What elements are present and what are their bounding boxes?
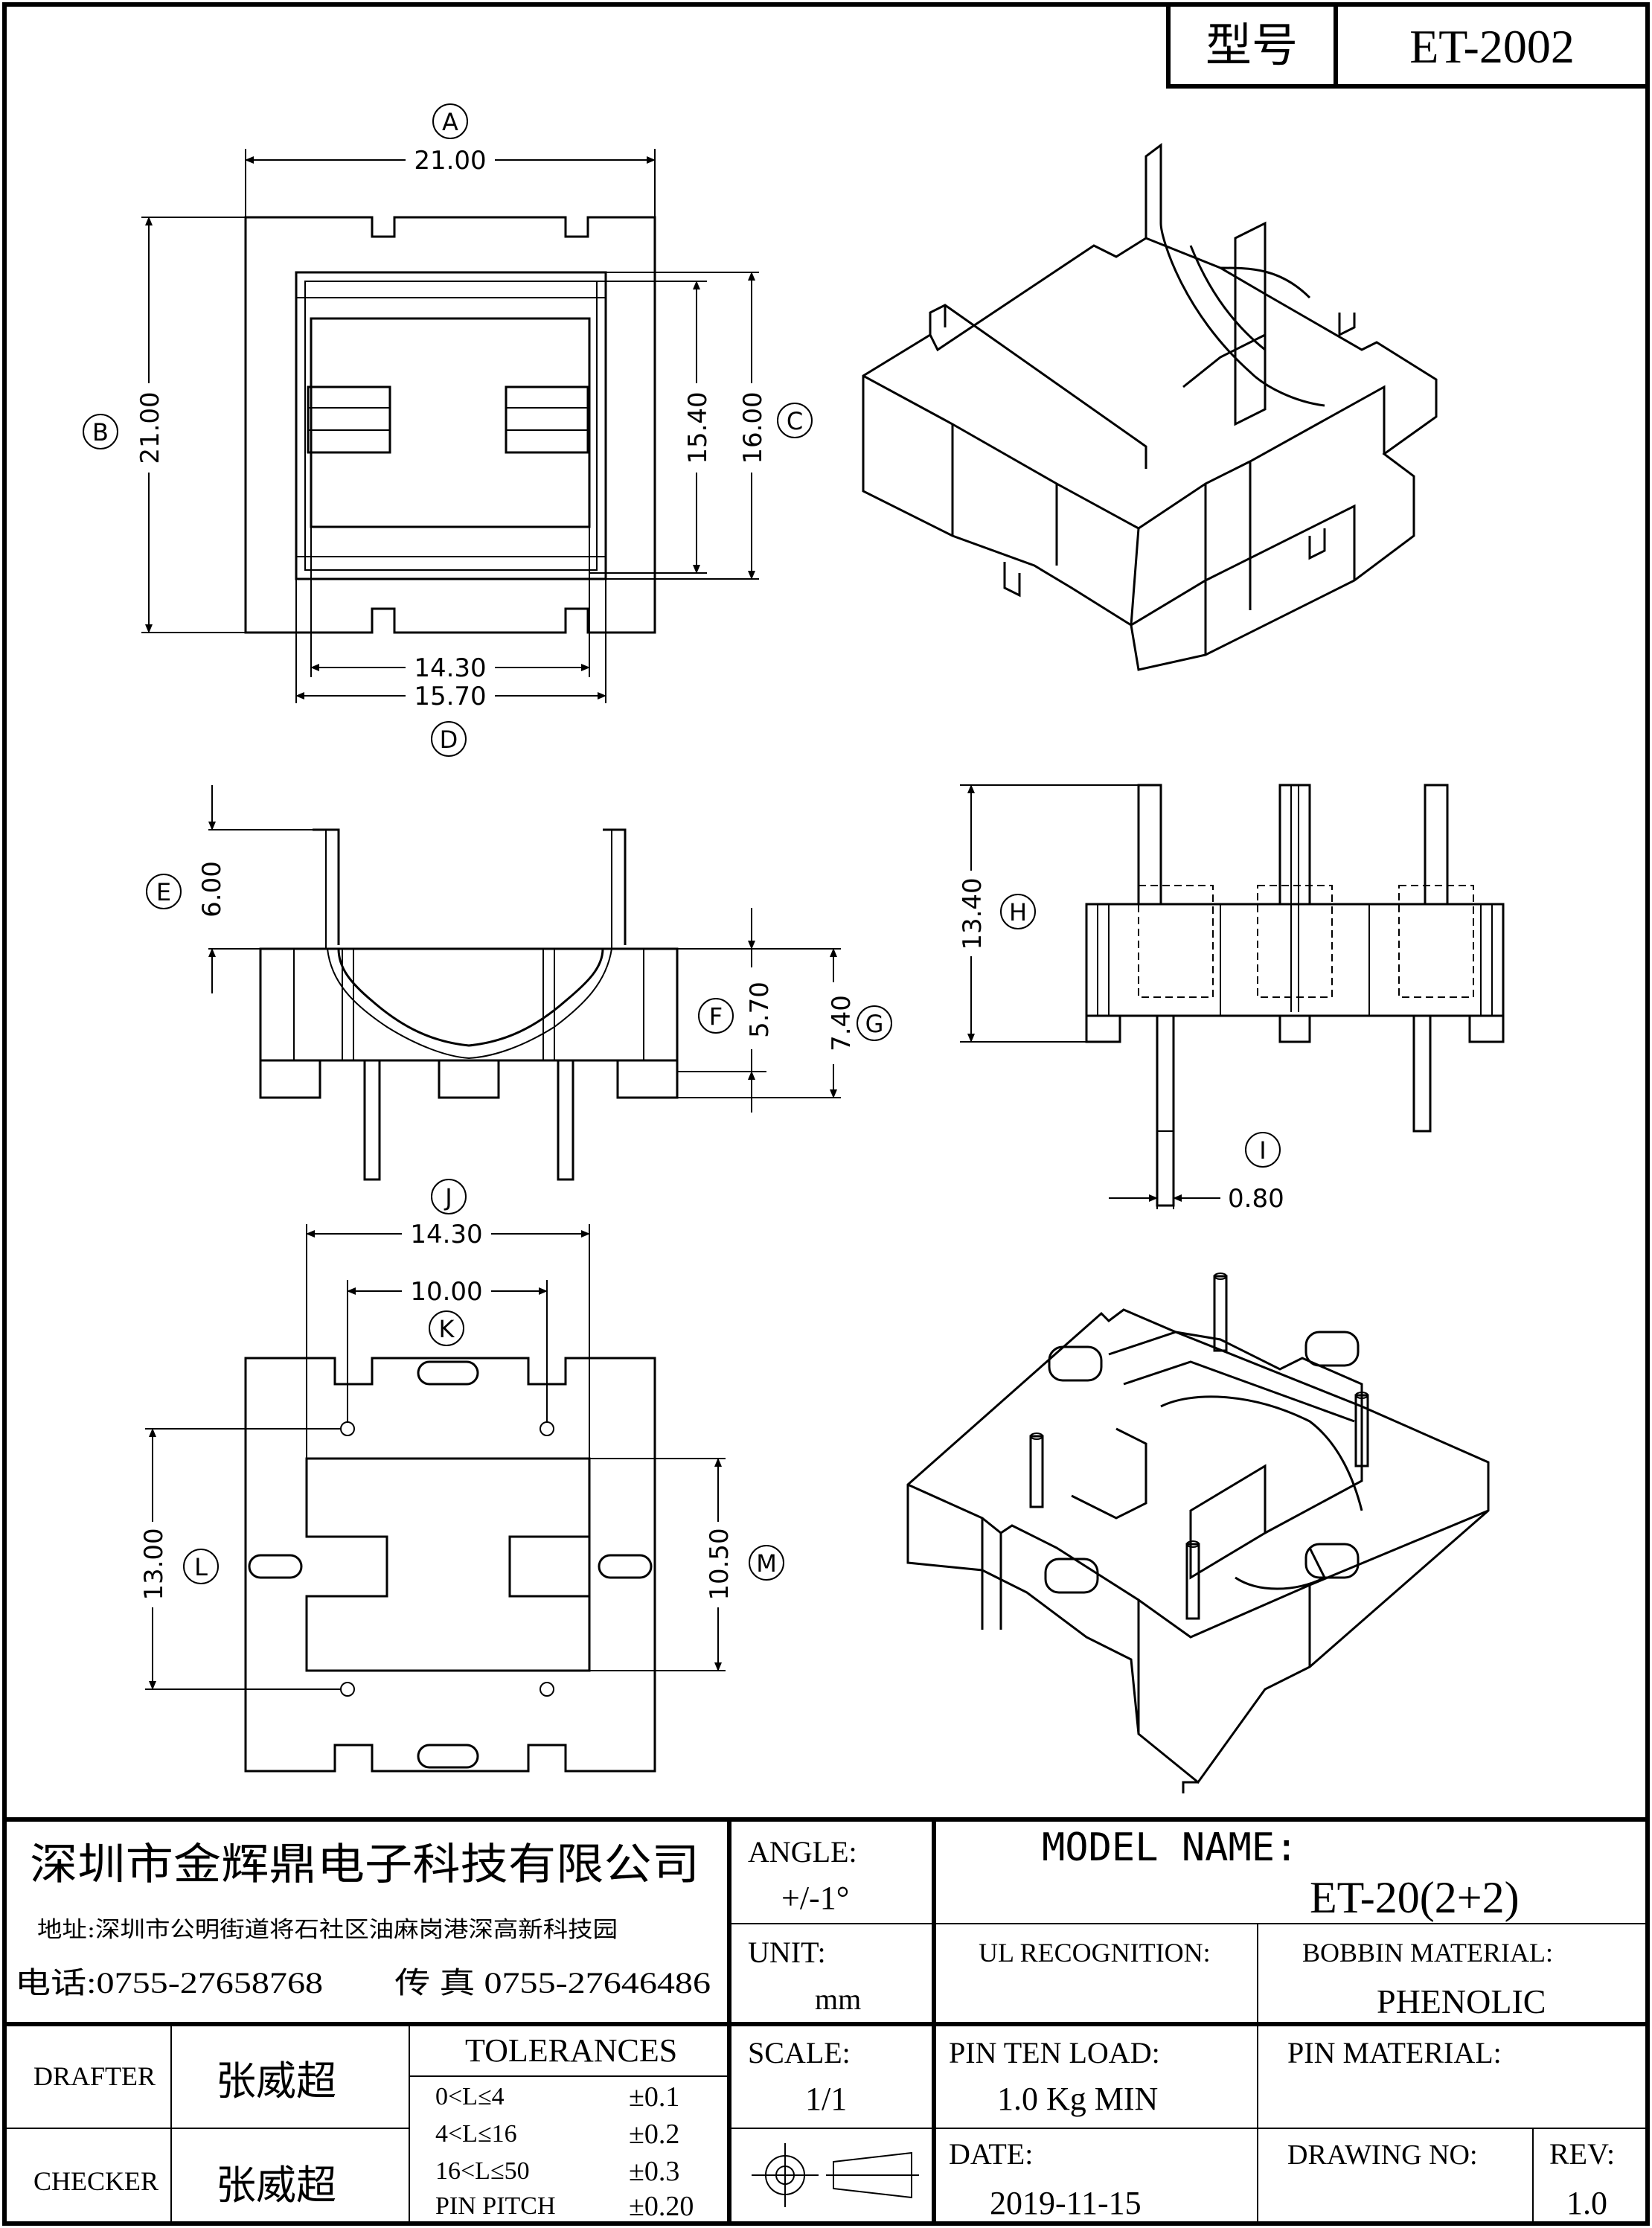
tol-value-1: ±0.2 — [629, 2119, 679, 2150]
callout-F: F — [698, 998, 734, 1034]
model-name-value: ET-20(2+2) — [1310, 1873, 1520, 1922]
pin-ten-load-value: 1.0 Kg MIN — [997, 2081, 1158, 2117]
svg-text:A: A — [442, 108, 458, 136]
bobbin-material-label: BOBBIN MATERIAL: — [1302, 1938, 1553, 1968]
rev-label: REV: — [1549, 2137, 1615, 2171]
dim-D: 15.70 — [414, 682, 486, 711]
checker-label: CHECKER — [33, 2166, 159, 2196]
svg-text:B: B — [92, 418, 109, 446]
angle-label: ANGLE: — [748, 1835, 857, 1869]
dim-K: 10.00 — [410, 1277, 482, 1307]
bottom-view: 14.30 10.00 13.00 10.50 J K L M — [138, 1179, 784, 1773]
isometric-top-view — [862, 143, 1438, 671]
unit-label: UNIT: — [748, 1936, 826, 1969]
callout-G: G — [857, 1005, 892, 1041]
svg-text:J: J — [444, 1183, 452, 1211]
tol-value-3: ±0.20 — [629, 2191, 694, 2222]
tolerances-label: TOLERANCES — [465, 2032, 677, 2069]
callout-E: E — [146, 874, 182, 909]
model-name-label: MODEL NAME: — [1042, 1825, 1298, 1870]
dim-B: 21.00 — [135, 391, 165, 464]
pin-ten-load-label: PIN TEN LOAD: — [949, 2036, 1160, 2069]
callout-D: D — [431, 721, 467, 757]
pin-material-label: PIN MATERIAL: — [1287, 2036, 1502, 2069]
svg-text:G: G — [865, 1010, 884, 1038]
checker-value: 张威超 — [216, 2162, 336, 2209]
ul-label: UL RECOGNITION: — [979, 1938, 1211, 1968]
date-value: 2019-11-15 — [990, 2185, 1142, 2221]
svg-text:F: F — [709, 1002, 723, 1031]
callout-I: I — [1245, 1132, 1281, 1168]
isometric-bottom-view — [906, 1273, 1490, 1793]
angle-value: +/-1° — [781, 1880, 849, 1916]
company-address: 地址:深圳市公明街道将石社区油麻岗港深高新科技园 — [37, 1917, 618, 1943]
drawing-no-label: DRAWING NO: — [1287, 2139, 1478, 2171]
dim-G: 7.40 — [827, 995, 857, 1051]
projection-symbol — [752, 2143, 919, 2207]
callout-B: B — [83, 414, 118, 449]
dim-I: 0.80 — [1228, 1184, 1284, 1214]
tol-range-0: 0<L≤4 — [435, 2083, 505, 2110]
model-label: 型号 — [1206, 18, 1298, 72]
svg-text:I: I — [1259, 1136, 1266, 1165]
callout-M: M — [749, 1545, 784, 1581]
svg-text:E: E — [156, 878, 171, 906]
callout-H: H — [1000, 894, 1036, 929]
tol-range-3: PIN PITCH — [435, 2192, 556, 2220]
callout-L: L — [183, 1549, 219, 1584]
model-value: ET-2002 — [1409, 20, 1575, 73]
dim-H: 13.40 — [958, 877, 987, 950]
tol-range-1: 4<L≤16 — [435, 2120, 517, 2148]
top-view: 21.00 21.00 16.00 15.40 14.30 15.70 A B … — [83, 103, 813, 757]
svg-text:H: H — [1009, 898, 1027, 926]
svg-text:D: D — [440, 726, 458, 754]
dim-E: 6.00 — [197, 861, 227, 918]
dim-A: 21.00 — [414, 146, 486, 176]
callout-J: J — [431, 1179, 467, 1214]
side-view: 6.00 5.70 7.40 E F G — [146, 785, 892, 1181]
bobbin-material-value: PHENOLIC — [1377, 1982, 1546, 2020]
date-label: DATE: — [949, 2137, 1033, 2171]
svg-text:M: M — [756, 1549, 777, 1578]
scale-label: SCALE: — [748, 2036, 851, 2069]
dim-C-inner: 15.40 — [683, 391, 713, 464]
tol-value-0: ±0.1 — [629, 2081, 679, 2113]
dim-J: 14.30 — [410, 1220, 482, 1249]
tol-range-2: 16<L≤50 — [435, 2157, 530, 2185]
callout-K: K — [429, 1310, 464, 1346]
company-phone: 电话:0755-27658768 传 真 0755-27646486 — [15, 1966, 711, 2000]
scale-value: 1/1 — [805, 2081, 847, 2117]
unit-value: mm — [815, 1982, 861, 2016]
dim-M: 10.50 — [705, 1528, 734, 1600]
drafter-value: 张威超 — [216, 2058, 336, 2104]
dim-D-inner: 14.30 — [414, 653, 486, 683]
callout-C: C — [777, 403, 813, 438]
dim-F: 5.70 — [745, 982, 775, 1038]
front-view: 13.40 0.80 H I — [956, 784, 1505, 1214]
svg-text:L: L — [194, 1553, 208, 1581]
tol-value-2: ±0.3 — [629, 2156, 679, 2187]
dim-L: 13.00 — [139, 1528, 169, 1600]
company-name: 深圳市金辉鼎电子科技有限公司 — [30, 1839, 699, 1889]
callout-A: A — [432, 103, 468, 139]
title-block: 深圳市金辉鼎电子科技有限公司 地址:深圳市公明街道将石社区油麻岗港深高新科技园 … — [4, 1817, 1648, 2224]
svg-text:C: C — [787, 407, 803, 435]
svg-text:K: K — [439, 1315, 455, 1343]
dim-C: 16.00 — [738, 391, 768, 464]
rev-value: 1.0 — [1566, 2185, 1607, 2221]
drafter-label: DRAFTER — [33, 2061, 156, 2091]
header-box: 型号 ET-2002 — [1166, 2, 1650, 89]
